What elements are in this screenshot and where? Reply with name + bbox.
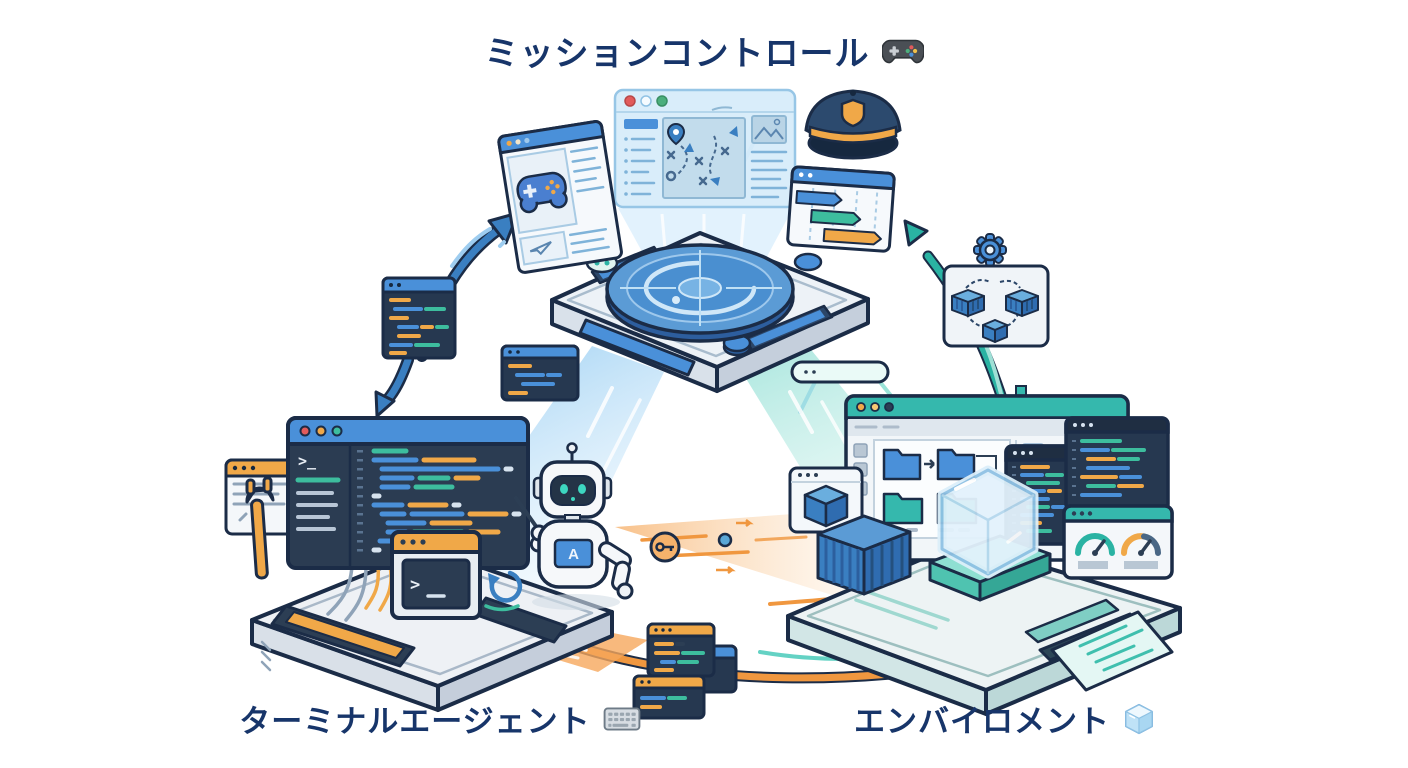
platform-drawer <box>578 318 696 377</box>
paper-plane-icon <box>529 241 552 256</box>
platform-button <box>722 333 752 357</box>
code-snippet-window-left <box>381 276 457 360</box>
text-lines <box>569 146 605 193</box>
gauge-icon-teal <box>1075 533 1115 556</box>
platform-drawer-orange <box>270 604 416 668</box>
hologram-strategy-window <box>613 88 797 209</box>
mini-arrow-icon <box>736 519 754 527</box>
cables <box>326 564 393 622</box>
mission-control-platform <box>550 231 870 393</box>
strategy-map <box>662 106 746 199</box>
text-lines <box>750 150 788 199</box>
gantt-bar-orange <box>822 227 882 246</box>
cube-icon <box>803 484 849 528</box>
keyboard-emoji-icon <box>603 706 641 731</box>
terminal-agent-label: ターミナルエージェント <box>220 696 660 741</box>
gantt-bar-blue <box>795 189 843 207</box>
robot-visor <box>550 475 596 506</box>
game-controller-emoji-icon <box>881 39 924 63</box>
gantt-window <box>786 165 896 253</box>
robot-chest-panel <box>553 538 594 569</box>
cube-window <box>788 466 864 547</box>
terminal-window: > <box>390 530 482 620</box>
ice-cube-emoji-icon <box>1124 703 1154 734</box>
sidebar-button <box>624 119 658 129</box>
terminal-agent-label-text: ターミナルエージェント <box>239 704 591 739</box>
mini-arrow-icon <box>716 566 736 574</box>
line-numbers <box>357 450 363 552</box>
robot-badge-letter: A <box>568 546 579 563</box>
refresh-icon <box>484 570 523 612</box>
platform-teal-bar <box>1024 598 1120 644</box>
gauge-dashboard-window <box>1062 504 1174 580</box>
dot-icon <box>717 532 733 548</box>
gear-container-card <box>942 233 1050 348</box>
prompt-glyph: > <box>410 575 420 595</box>
map-pin-icon <box>666 122 686 146</box>
radar-dish-icon <box>605 243 795 343</box>
arrow-between-folders <box>924 459 935 469</box>
mission-control-label-text: ミッションコントロール <box>484 35 870 73</box>
code-snippet-window-beam <box>500 344 580 402</box>
left-rail <box>853 443 868 496</box>
key-icon <box>649 531 681 563</box>
message-card <box>519 230 569 266</box>
code-editor-env-top <box>1064 416 1170 518</box>
sidebar-bullets <box>624 137 628 196</box>
mini-container-icon <box>951 289 985 317</box>
shipping-container-icon <box>816 514 912 596</box>
mini-cube-icon <box>982 319 1008 343</box>
gamepad-window <box>497 120 623 274</box>
key-beam <box>615 510 848 600</box>
badge-shield-icon <box>840 98 866 128</box>
robot-assistant: A <box>514 442 634 610</box>
image-card <box>751 115 787 144</box>
environment-label: エンバイロメント <box>810 696 1200 741</box>
gamepad-icon <box>516 171 568 214</box>
folder-icon-blue <box>882 448 976 481</box>
gear-icon <box>973 233 1007 267</box>
mission-control-label: ミッションコントロール <box>0 26 1408 75</box>
platform-button <box>793 252 823 272</box>
police-cap-icon <box>804 89 902 160</box>
arrow-mission-to-terminal <box>374 354 414 418</box>
ice-cube-icon <box>937 465 1039 579</box>
receipt-icon <box>1050 610 1174 692</box>
map-x-marks <box>666 146 730 186</box>
traffic-light-green <box>656 95 668 107</box>
search-pill <box>790 360 890 384</box>
prompt-glyph: >_ <box>298 452 317 470</box>
traffic-light <box>640 95 652 107</box>
gauge-icon-orange <box>1121 533 1161 556</box>
code-snippet-windows-bottom <box>632 622 738 720</box>
mini-container-icon <box>1005 289 1039 317</box>
environment-label-text: エンバイロメント <box>854 704 1110 739</box>
traffic-light-red <box>624 95 636 107</box>
sidebar-list <box>630 137 656 196</box>
gantt-bar-teal <box>809 209 862 226</box>
